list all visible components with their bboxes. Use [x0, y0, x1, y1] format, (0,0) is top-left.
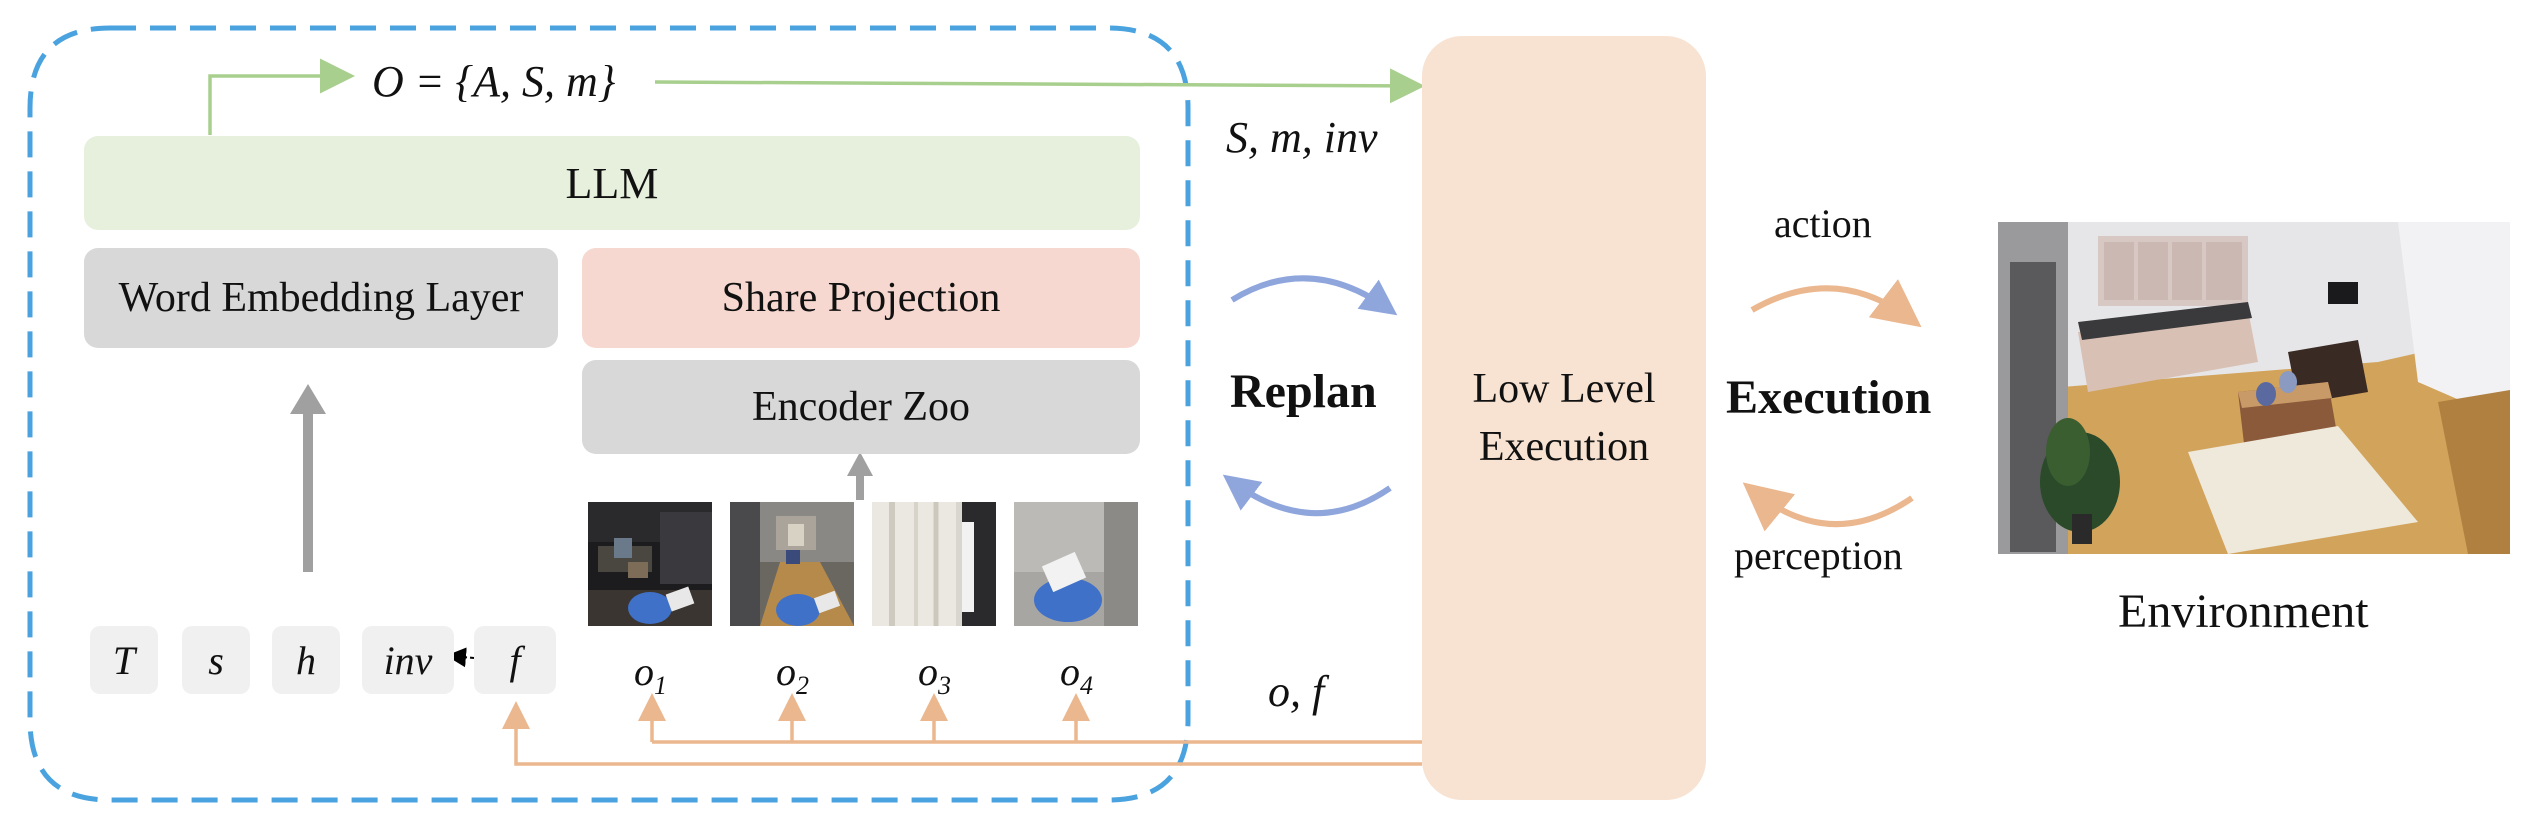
observation-label-4: o4o4 [1060, 649, 1093, 700]
input-token-T: T [90, 626, 158, 694]
perception-label: perception [1734, 533, 1903, 578]
low-level-execution-box: Low Level Execution [1422, 36, 1706, 800]
llm-label: LLM [565, 158, 659, 208]
encoder-zoo-label: Encoder Zoo [751, 384, 971, 430]
llm-output-arrow [208, 58, 355, 135]
low-level-execution-label: Low Level Execution [1472, 366, 1656, 470]
perception-arrow [1742, 482, 1914, 532]
word-embedding-box: Word Embedding Layer [84, 248, 558, 348]
replan-arrow-top [1230, 275, 1398, 316]
share-projection-box: Share Projection [582, 248, 1140, 348]
state-feedback-label: S, m, inv [1226, 113, 1378, 162]
f-feedback-line [502, 701, 1422, 766]
observation-label-2: o2o2 [776, 649, 809, 700]
action-label: action [1774, 201, 1872, 246]
replan-label: Replan [1230, 365, 1377, 418]
input-token-s: s [182, 626, 250, 694]
observation-label-3: o3o3 [918, 649, 951, 700]
observation-image-3 [872, 502, 996, 626]
action-arrow [1750, 279, 1922, 328]
share-projection-label: Share Projection [721, 275, 1001, 321]
execution-label: Execution [1726, 371, 1932, 424]
observation-label-1: o1o1 [634, 649, 667, 700]
output-formula: O = {A, S, m} [372, 57, 616, 106]
replan-arrow-bottom [1222, 474, 1392, 516]
environment-image [1998, 222, 2510, 554]
observation-feedback-label: o, f [1268, 667, 1325, 716]
llm-box: LLM [84, 136, 1140, 230]
word-embedding-label: Word Embedding Layer [118, 275, 524, 321]
input-token-h: h [272, 626, 340, 694]
input-token-inv: inv [362, 626, 454, 694]
output-to-executor-arrow [654, 68, 1425, 104]
dashed-boundary [27, 25, 1191, 803]
input-token-f: f [474, 626, 556, 694]
observation-image-4 [1014, 502, 1138, 626]
encoder-zoo-box: Encoder Zoo [582, 360, 1140, 454]
observation-image-1 [588, 502, 712, 626]
observation-image-2 [730, 502, 854, 626]
environment-label: Environment [2118, 585, 2369, 638]
